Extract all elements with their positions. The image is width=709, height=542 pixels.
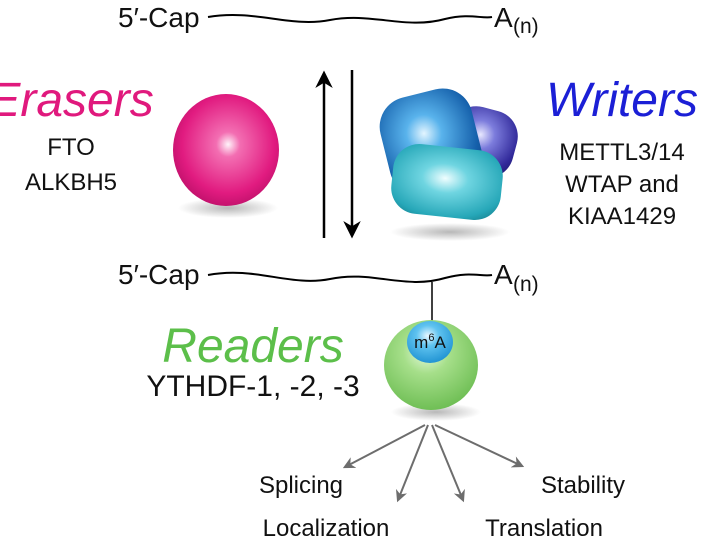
writers-item-2: WTAP and	[565, 171, 679, 198]
readers-title: Readers	[162, 320, 343, 373]
bottom-rna-strand	[207, 271, 493, 283]
outcome-stability: Stability	[541, 472, 625, 499]
m6a-mark	[407, 321, 453, 363]
outcome-arrows	[342, 424, 525, 503]
writers-item-1: METTL3/14	[559, 139, 684, 166]
writer-complex-shadow	[390, 223, 510, 241]
arrow-to-localization	[395, 424, 429, 503]
top-polya-label: A	[494, 2, 513, 33]
outcome-splicing: Splicing	[259, 472, 343, 499]
readers-group: Readers YTHDF-1, -2, -3 m6A	[146, 320, 481, 421]
m6a-base: m	[414, 333, 428, 352]
outcome-localization: Localization	[263, 515, 390, 542]
writers-group: Writers METTL3/14 WTAP and KIAA1429	[379, 74, 698, 241]
bottom-polya-label: A	[494, 259, 513, 290]
outcome-translation: Translation	[485, 515, 603, 542]
reader-protein-shadow	[391, 403, 481, 421]
arrow-to-translation	[431, 424, 465, 503]
bottom-cap-label: 5′-Cap	[118, 259, 200, 290]
erasers-title: Erasers	[0, 74, 154, 127]
top-polya-sub: (n)	[513, 15, 539, 38]
erasers-item-1: FTO	[47, 134, 95, 161]
writer-protein-teal	[391, 144, 503, 220]
eraser-protein-shadow	[178, 198, 278, 218]
writers-item-3: KIAA1429	[568, 203, 676, 230]
outcomes: Splicing Stability Localization Translat…	[259, 472, 625, 542]
eraser-protein	[173, 94, 279, 206]
bottom-polya-sub: (n)	[513, 273, 539, 296]
arrow-to-splicing	[342, 424, 426, 469]
arrow-to-stability	[434, 424, 525, 468]
bottom-mrna: 5′-Cap A (n)	[118, 259, 539, 322]
m6a-label: m6A	[414, 332, 446, 352]
m6a-sup: 6	[428, 332, 434, 344]
top-cap-label: 5′-Cap	[118, 2, 200, 33]
readers-item-1: YTHDF-1, -2, -3	[146, 370, 359, 403]
erasers-item-2: ALKBH5	[25, 169, 117, 196]
writers-title: Writers	[546, 74, 698, 127]
m6a-tail: A	[434, 333, 446, 352]
top-mrna: 5′-Cap A (n)	[118, 2, 539, 38]
erasers-group: Erasers FTO ALKBH5	[0, 74, 279, 218]
top-rna-strand	[207, 14, 493, 24]
